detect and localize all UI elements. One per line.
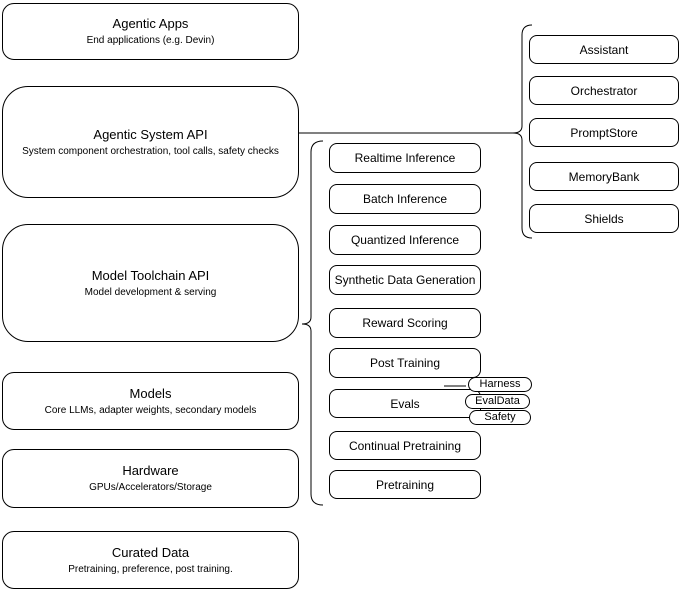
node-agentic-apps: Agentic Apps End applications (e.g. Devi… xyxy=(2,3,299,60)
node-pretraining: Pretraining xyxy=(329,470,481,499)
node-memorybank: MemoryBank xyxy=(529,162,679,191)
node-synthetic-data-generation: Synthetic Data Generation xyxy=(329,265,481,295)
node-title: Curated Data xyxy=(111,544,190,560)
node-realtime-inference: Realtime Inference xyxy=(329,143,481,173)
node-models: Models Core LLMs, adapter weights, secon… xyxy=(2,372,299,430)
node-title: Hardware xyxy=(122,463,179,478)
badge-harness: Harness xyxy=(468,377,532,392)
node-subtitle: End applications (e.g. Devin) xyxy=(86,35,215,46)
node-promptstore: PromptStore xyxy=(529,118,679,147)
node-subtitle: Pretraining, preference, post training. xyxy=(68,563,233,575)
node-title: Agentic System API xyxy=(93,126,208,142)
node-reward-scoring: Reward Scoring xyxy=(329,308,481,338)
node-continual-pretraining: Continual Pretraining xyxy=(329,431,481,460)
badge-safety: Safety xyxy=(469,410,531,425)
badge-evaldata: EvalData xyxy=(465,394,530,409)
node-subtitle: GPUs/Accelerators/Storage xyxy=(89,482,212,493)
node-post-training: Post Training xyxy=(329,348,481,378)
node-title: Agentic Apps xyxy=(112,16,189,31)
node-title: Model Toolchain API xyxy=(91,267,210,283)
node-hardware: Hardware GPUs/Accelerators/Storage xyxy=(2,449,299,508)
brace-toolchain-group xyxy=(301,140,324,506)
node-quantized-inference: Quantized Inference xyxy=(329,225,481,255)
node-curated-data: Curated Data Pretraining, preference, po… xyxy=(2,531,299,589)
node-subtitle: Model development & serving xyxy=(84,286,217,298)
node-model-toolchain-api: Model Toolchain API Model development & … xyxy=(2,224,299,342)
node-subtitle: Core LLMs, adapter weights, secondary mo… xyxy=(44,404,257,416)
node-subtitle: System component orchestration, tool cal… xyxy=(22,145,279,157)
brace-system-group xyxy=(512,24,533,239)
node-assistant: Assistant xyxy=(529,35,679,64)
node-evals: Evals xyxy=(329,389,481,418)
node-agentic-system-api: Agentic System API System component orch… xyxy=(2,86,299,198)
node-orchestrator: Orchestrator xyxy=(529,76,679,105)
node-shields: Shields xyxy=(529,204,679,233)
node-batch-inference: Batch Inference xyxy=(329,184,481,214)
node-title: Models xyxy=(129,385,172,401)
